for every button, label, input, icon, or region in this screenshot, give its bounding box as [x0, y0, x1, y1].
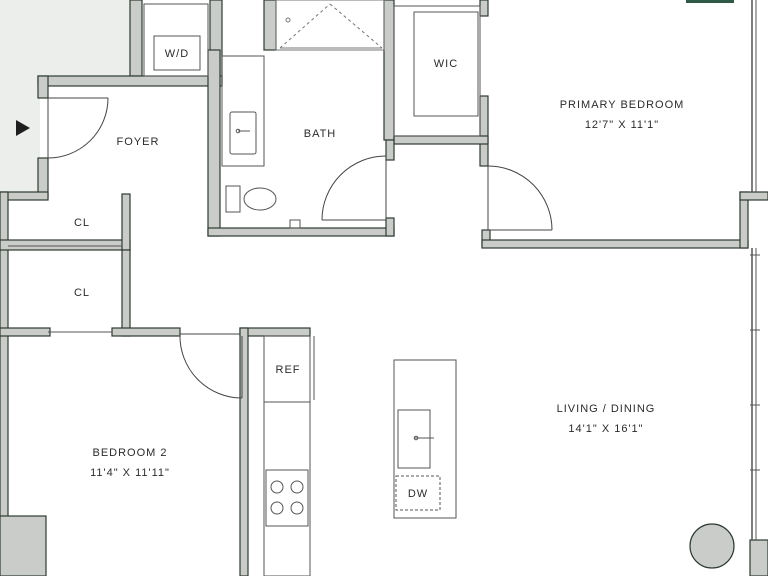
primary-bedroom-label: PRIMARY BEDROOM [560, 99, 685, 111]
bedroom-2-dims: 11'4" X 11'11" [90, 467, 170, 479]
sink-icon [229, 111, 257, 155]
entry-arrow-icon [16, 120, 30, 136]
wd-label: W/D [165, 48, 189, 60]
closet-lines [8, 245, 122, 333]
shower [275, 0, 385, 51]
foyer-label: FOYER [117, 136, 160, 148]
bedroom-2-label: BEDROOM 2 [92, 447, 167, 459]
island-sink-icon [397, 409, 431, 469]
wd-closet [143, 3, 209, 77]
primary-bedroom-dims: 12'7" X 11'1" [585, 119, 659, 131]
right-exterior-wall [750, 0, 760, 540]
toilet-icon [225, 185, 277, 213]
living-dining-label: LIVING / DINING [557, 403, 656, 415]
kitchen-counter [263, 335, 315, 576]
cooktop-icon [265, 469, 309, 527]
closet-2-label: CL [74, 287, 90, 299]
living-dining-dims: 14'1" X 16'1" [568, 423, 643, 435]
bath-fixtures [221, 55, 301, 229]
dw-label: DW [408, 488, 428, 500]
wic-closet [393, 5, 481, 137]
column-icon [689, 523, 735, 569]
top-right-accent [686, 0, 734, 3]
wic-label: WIC [434, 58, 458, 70]
kitchen-island [393, 359, 457, 519]
closet-1-label: CL [74, 217, 90, 229]
doors [47, 97, 553, 399]
bath-label: BATH [304, 128, 337, 140]
ref-label: REF [276, 364, 301, 376]
